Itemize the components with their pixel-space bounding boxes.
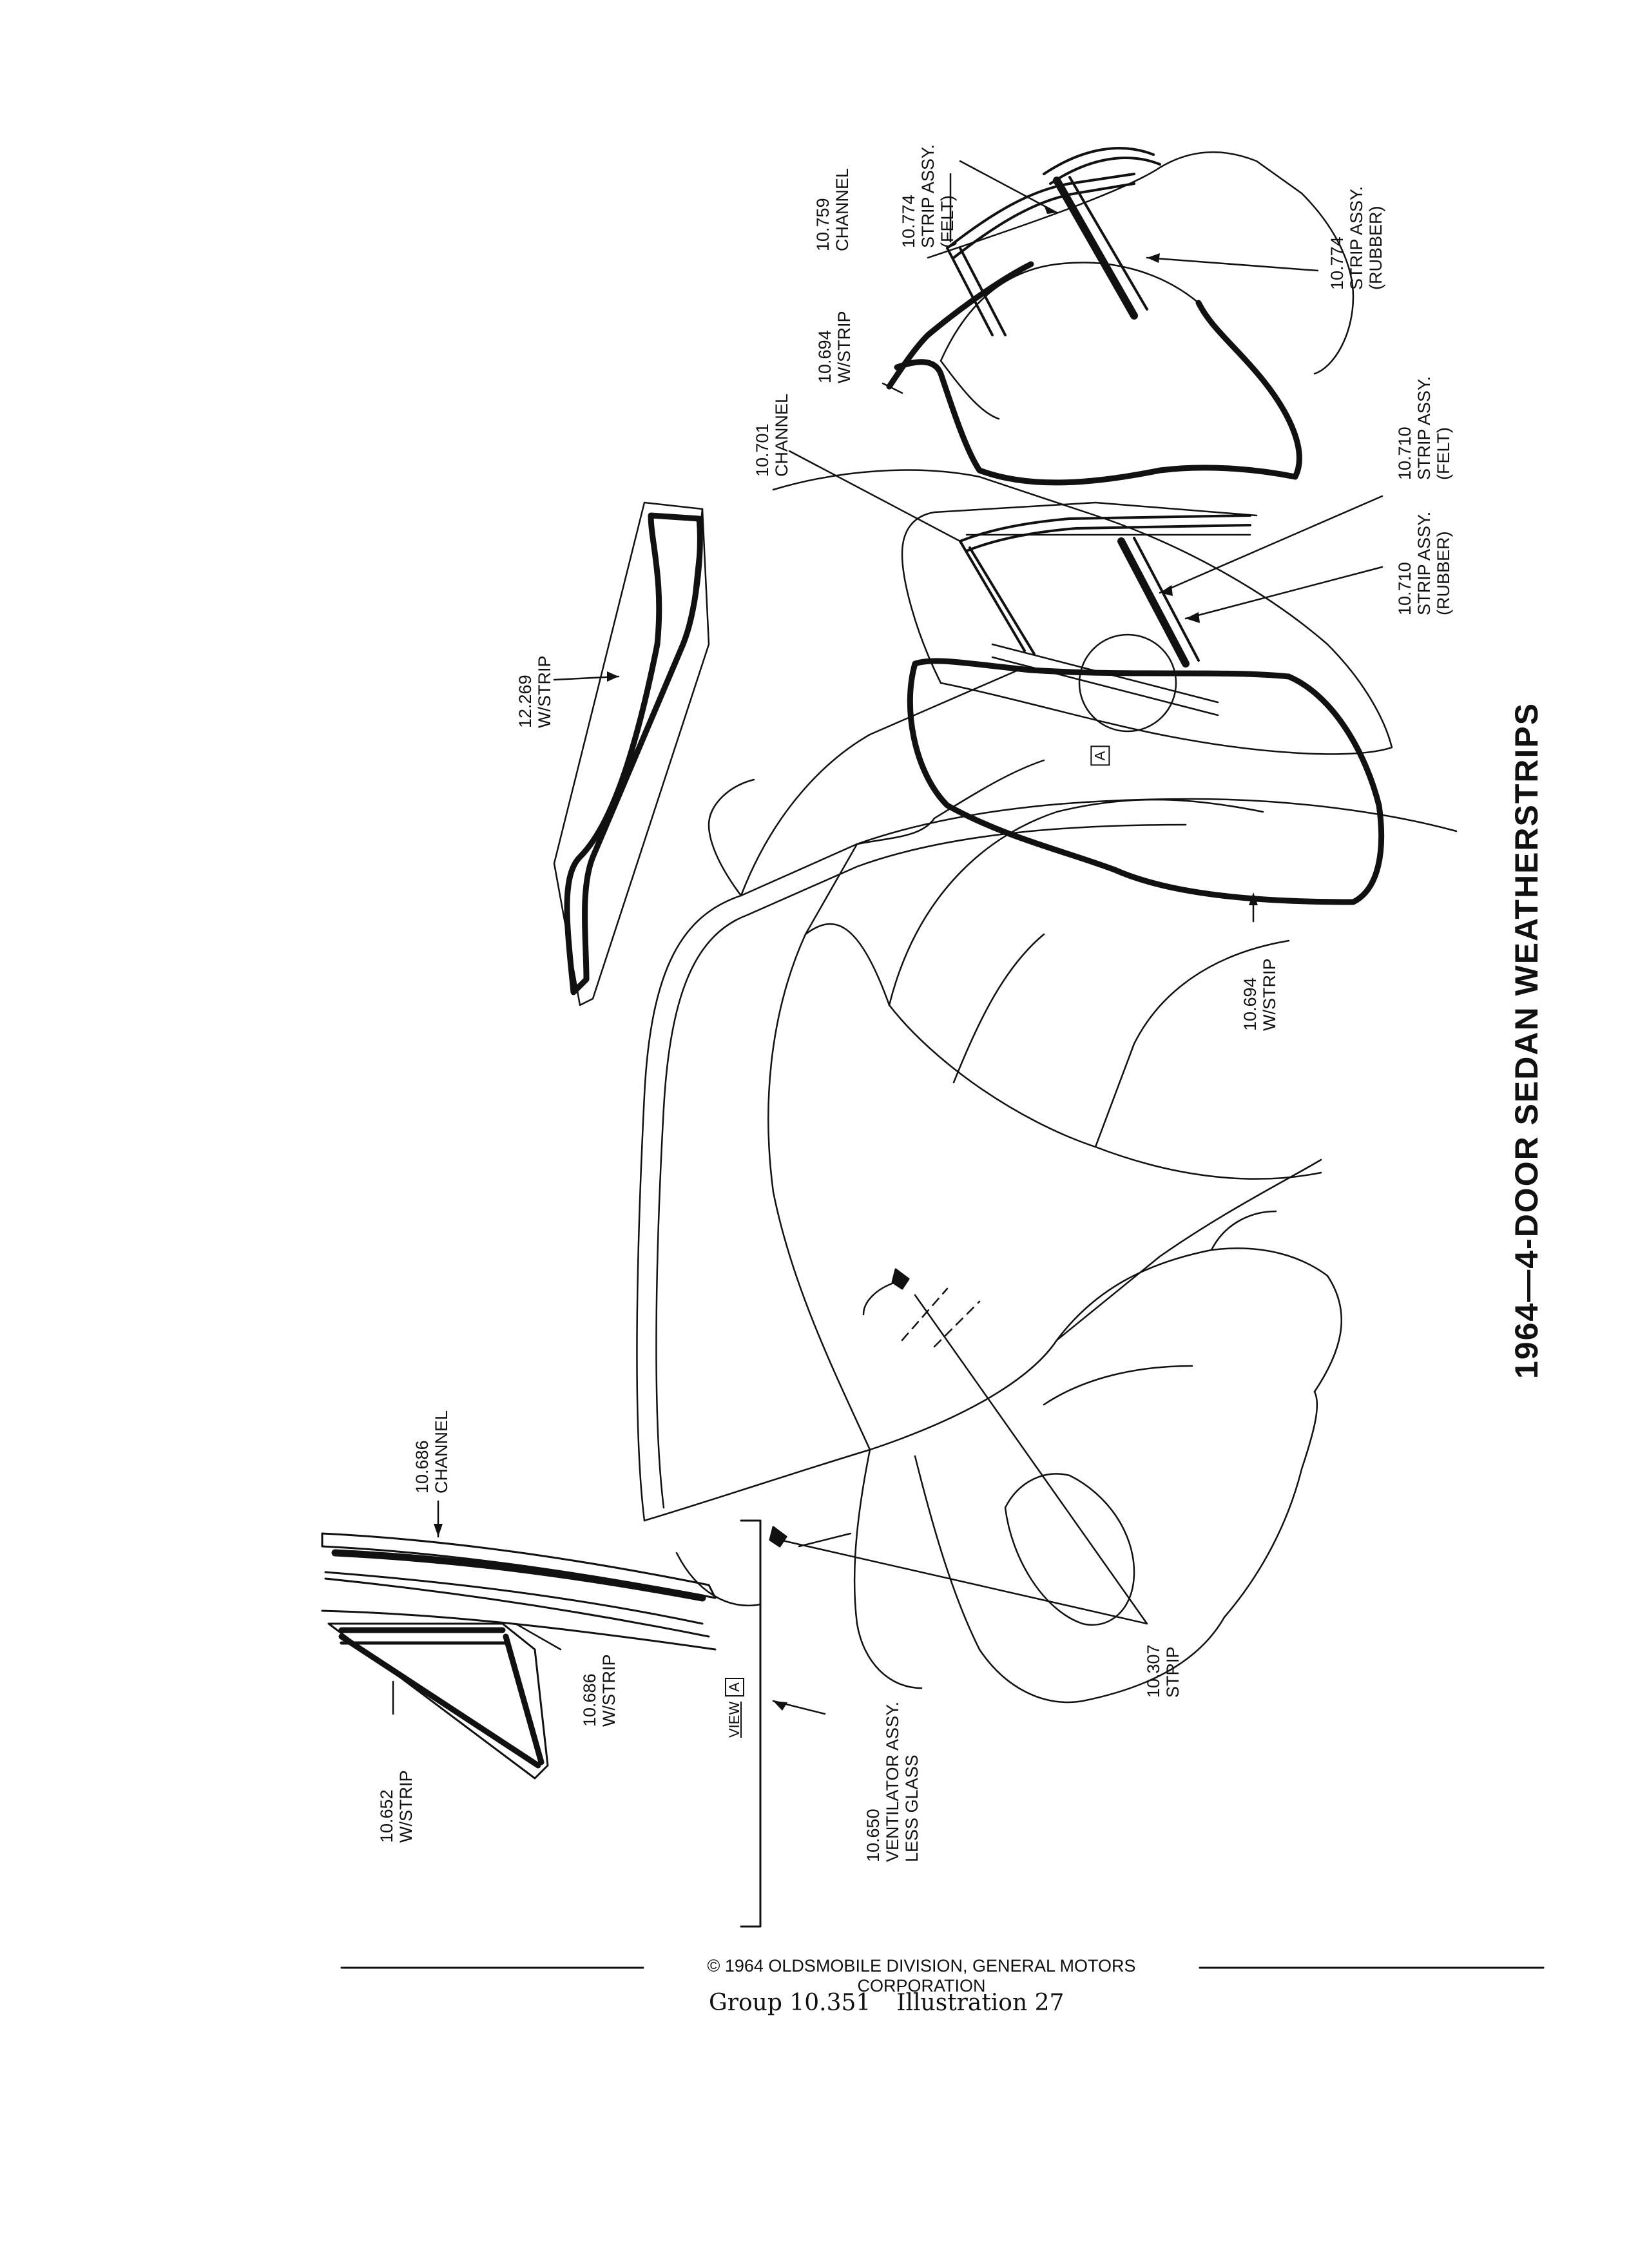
vent-channel-strip bbox=[331, 1549, 706, 1602]
vent-weatherstrip bbox=[338, 1627, 545, 1769]
view-a-bracket bbox=[740, 1519, 762, 1928]
arrowheads bbox=[434, 205, 1258, 1711]
page-title: 1964—4-DOOR SEDAN WEATHERSTRIPS bbox=[1509, 702, 1545, 1379]
rear-door-frame bbox=[927, 151, 1354, 420]
rear-door-weatherstrip bbox=[894, 300, 1302, 486]
leader-lines bbox=[392, 160, 1383, 1715]
view-a-marker: A bbox=[1090, 745, 1110, 766]
back-window-weatherstrip bbox=[564, 512, 703, 995]
front-door-weatherstrip bbox=[907, 658, 1385, 905]
copyright-line: © 1964 OLDSMOBILE DIVISION, GENERAL MOTO… bbox=[707, 1956, 1136, 1995]
figure-caption: Group 10.351 Illustration 27 bbox=[709, 1990, 1090, 2016]
view-a-circle bbox=[1078, 633, 1177, 733]
front-channel-10701 bbox=[959, 514, 1251, 655]
vent-clips bbox=[769, 1268, 910, 1548]
rear-strip-assy bbox=[1053, 177, 1138, 320]
car-body bbox=[636, 669, 1458, 1704]
front-strip-assy bbox=[1117, 537, 1190, 668]
rear-door-weatherstrip-upper bbox=[886, 261, 1034, 390]
view-a-label: VIEWA bbox=[725, 1678, 744, 1738]
vent-weatherstrip-frame bbox=[327, 1622, 549, 1780]
front-door-frame bbox=[772, 469, 1393, 755]
caption-illustration: Illustration 27 bbox=[896, 1990, 1065, 2016]
caption-group: Group 10.351 bbox=[709, 1990, 871, 2016]
